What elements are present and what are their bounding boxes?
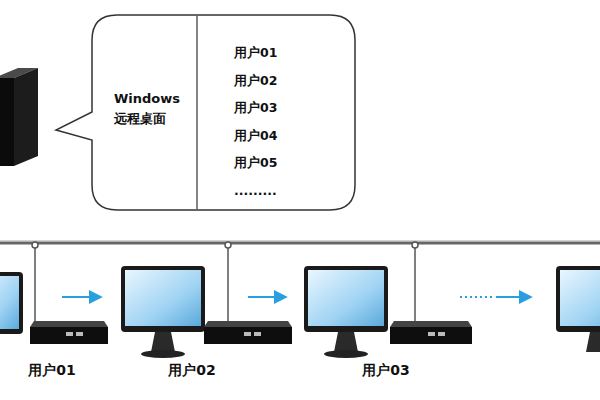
speech-bubble-node: Windows 远程桌面 用户01 用户02 用户03 用户04 用户05........… bbox=[92, 15, 355, 210]
thin-client-box bbox=[390, 321, 472, 344]
network-bus bbox=[0, 242, 600, 245]
monitor-icon bbox=[556, 266, 600, 352]
user-list-item: 用户04 bbox=[234, 128, 277, 145]
server-icon bbox=[0, 68, 38, 166]
user-label: 用户02 bbox=[168, 362, 215, 380]
thin-client-box bbox=[30, 321, 108, 344]
user-list-item: ......... bbox=[234, 183, 277, 198]
user-list-item: 用户03 bbox=[234, 100, 277, 117]
divider-line bbox=[196, 16, 197, 209]
user-label: 用户01 bbox=[28, 362, 75, 380]
thin-client-box bbox=[204, 321, 292, 344]
monitor-icon bbox=[121, 266, 205, 358]
user-label: 用户03 bbox=[362, 362, 409, 380]
service-title: Windows 远程桌面 bbox=[114, 89, 186, 129]
user-list-item: 用户05 bbox=[234, 155, 277, 172]
monitor-icon bbox=[304, 266, 388, 358]
flow-arrows bbox=[62, 296, 530, 298]
user-list-item: 用户02 bbox=[234, 73, 277, 90]
monitor-icon bbox=[0, 272, 23, 334]
user-list-item: 用户01 bbox=[234, 45, 277, 62]
network-bus-highlight bbox=[0, 241, 600, 242]
speech-bubble bbox=[56, 15, 355, 210]
